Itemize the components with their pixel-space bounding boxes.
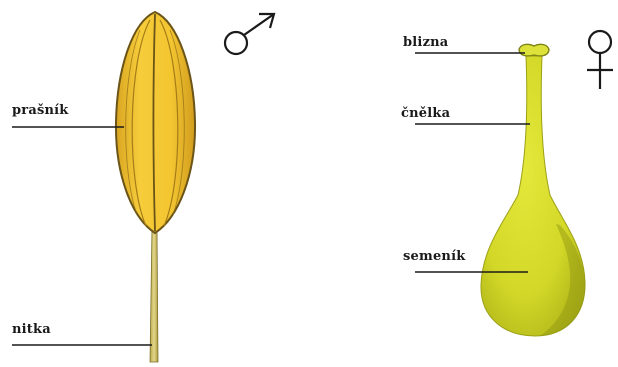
pistil bbox=[481, 44, 585, 336]
filament bbox=[150, 228, 158, 362]
stigma bbox=[519, 44, 549, 56]
label-stigma: blizna bbox=[403, 35, 448, 50]
anther bbox=[116, 12, 195, 233]
label-style: čnělka bbox=[401, 106, 450, 121]
label-filament: nitka bbox=[12, 322, 51, 337]
stamen bbox=[116, 12, 195, 362]
label-anther: prašník bbox=[12, 103, 68, 118]
leader-lines bbox=[12, 53, 530, 345]
label-ovary: semeník bbox=[403, 249, 465, 264]
male-symbol-icon bbox=[225, 14, 274, 54]
female-symbol-icon bbox=[587, 31, 613, 89]
